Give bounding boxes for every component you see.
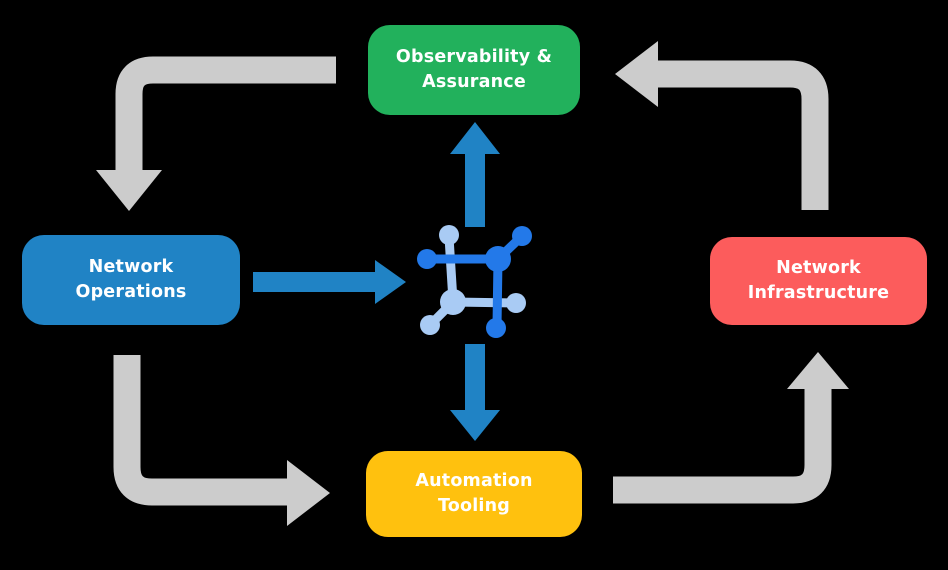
icon-bottom-left-node — [420, 315, 440, 335]
node-label-line: Operations — [75, 282, 187, 302]
network-icon-light-nodes — [420, 225, 526, 335]
arrow-bottom-left-shaft — [113, 355, 289, 506]
arrow-up-head-icon — [787, 352, 849, 389]
node-label-line: Automation — [415, 470, 533, 491]
node-network-infrastructure: Network Infrastructure — [710, 237, 927, 325]
node-label-line: Network — [776, 257, 861, 278]
icon-top-node — [439, 225, 459, 245]
arrow-top-right-shaft — [657, 60, 829, 210]
arrow-right-head-icon — [287, 460, 330, 526]
blue-arrows — [253, 122, 500, 441]
node-label-line: Tooling — [437, 496, 511, 516]
icon-right-node — [506, 293, 526, 313]
icon-top-right-node — [512, 226, 532, 246]
node-automation-tooling: Automation Tooling — [366, 451, 582, 537]
node-network-operations: Network Operations — [22, 235, 240, 325]
icon-bottom-node — [486, 318, 506, 338]
icon-corner-dark-node — [485, 246, 511, 272]
node-label-line: Network — [88, 256, 174, 277]
network-icon-dark-nodes — [417, 226, 532, 338]
gray-arrow-shafts — [113, 56, 832, 506]
blue-arrow-right-head-icon — [375, 260, 406, 304]
node-label-line: Observability & — [395, 46, 553, 67]
blue-arrow-up-head-icon — [450, 122, 500, 154]
node-label-line: Infrastructure — [747, 283, 890, 303]
arrow-down-head-icon — [96, 170, 162, 211]
icon-left-node — [417, 249, 437, 269]
blue-arrow-down-shaft — [465, 344, 485, 414]
arrow-bottom-right-shaft — [613, 388, 832, 504]
blue-arrow-down-head-icon — [450, 410, 500, 441]
node-label-line: Assurance — [422, 72, 526, 92]
gray-arrow-heads — [96, 41, 849, 526]
icon-corner-light-node — [440, 289, 466, 315]
arrow-top-left-shaft — [115, 56, 336, 172]
node-observability-assurance: Observability & Assurance — [368, 25, 580, 115]
blue-arrow-right-shaft — [253, 272, 377, 292]
blue-arrow-up-shaft — [465, 151, 485, 227]
arrow-left-head-icon — [615, 41, 658, 107]
